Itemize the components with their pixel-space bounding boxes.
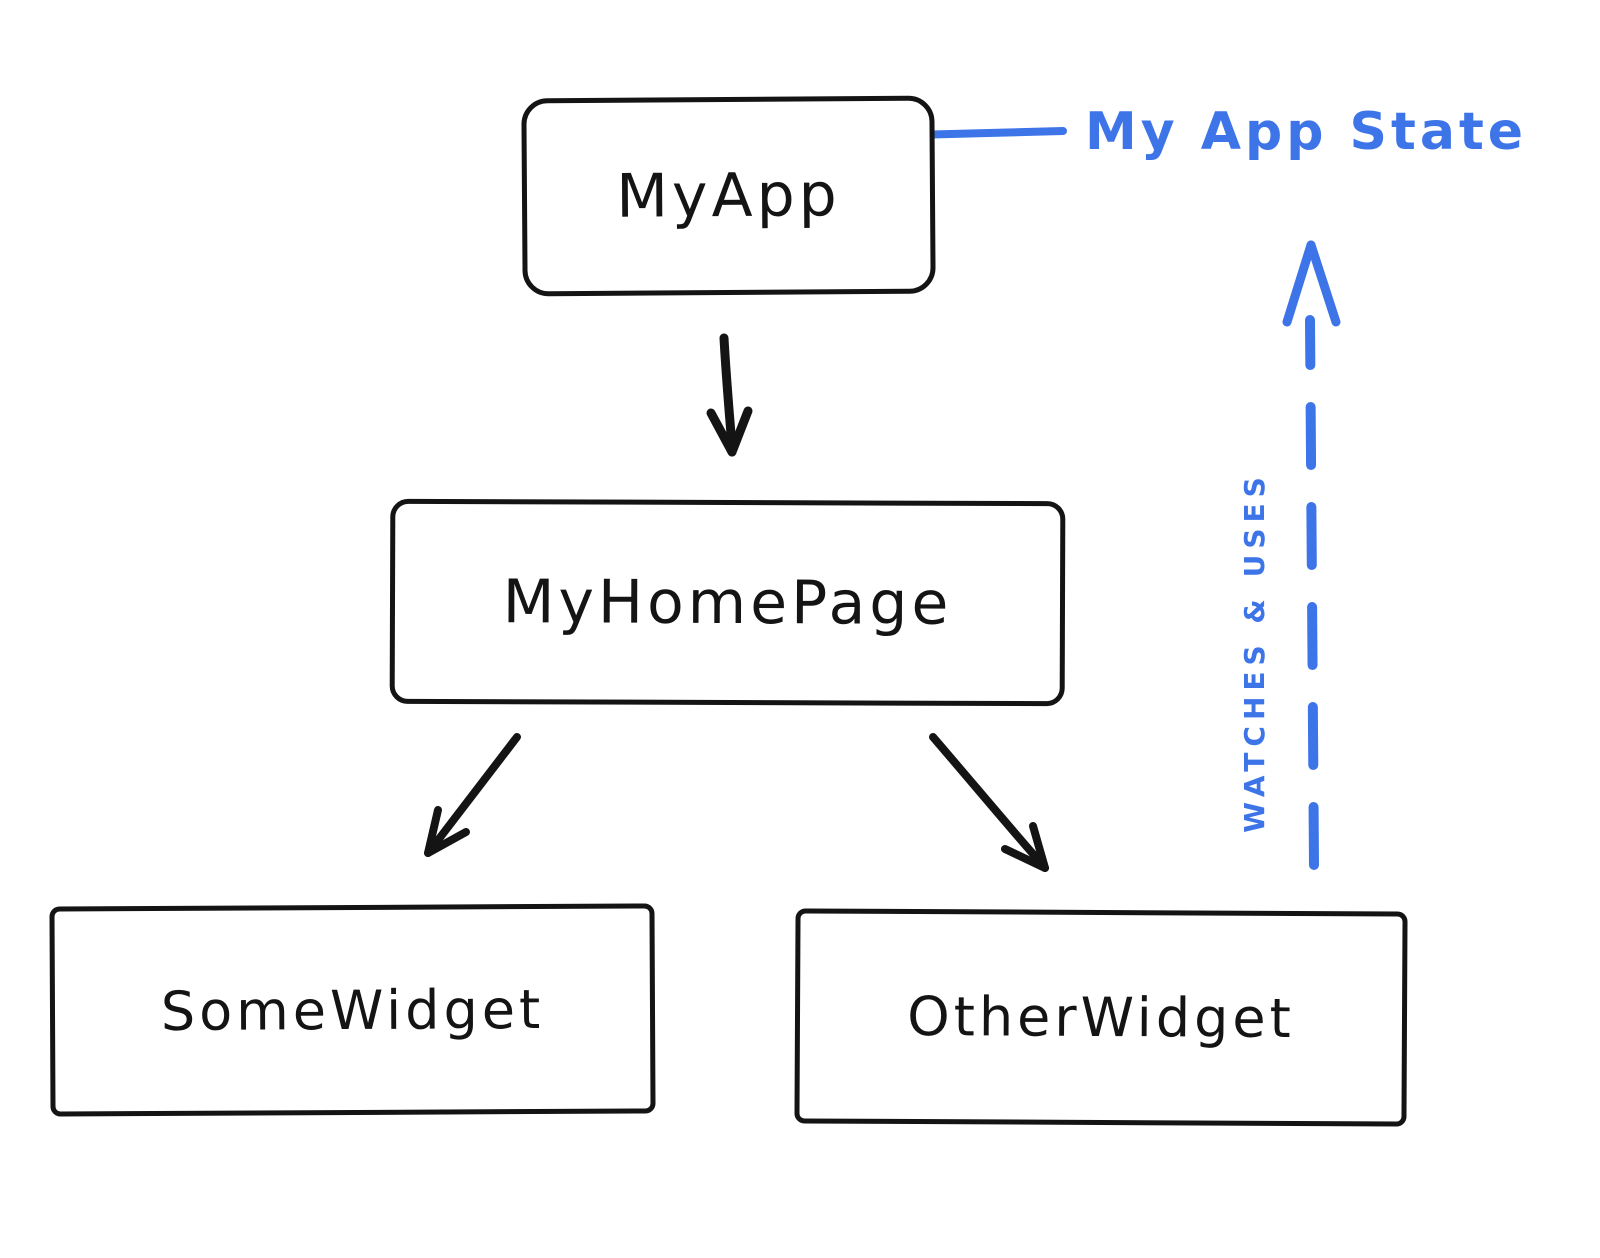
node-other-widget: OtherWidget [794, 908, 1408, 1127]
node-my-app: MyApp [521, 95, 936, 297]
arrow-myapp-to-homepage [706, 333, 753, 457]
node-my-app-label: MyApp [616, 160, 841, 232]
state-dot-connector [909, 127, 1067, 139]
node-some-widget-label: SomeWidget [160, 977, 545, 1043]
node-other-widget-label: OtherWidget [907, 984, 1295, 1051]
arrow-homepage-to-somewidget [424, 733, 521, 857]
node-some-widget: SomeWidget [49, 903, 656, 1117]
node-my-home-page: MyHomePage [389, 498, 1066, 707]
arrow-homepage-to-otherwidget [929, 733, 1049, 872]
app-state-annotation: My App State [1085, 102, 1528, 162]
dashed-arrow-watches-uses [1282, 240, 1341, 870]
node-my-home-page-label: MyHomePage [502, 566, 953, 639]
watches-uses-annotation: WATCHES & USES [1238, 471, 1271, 833]
